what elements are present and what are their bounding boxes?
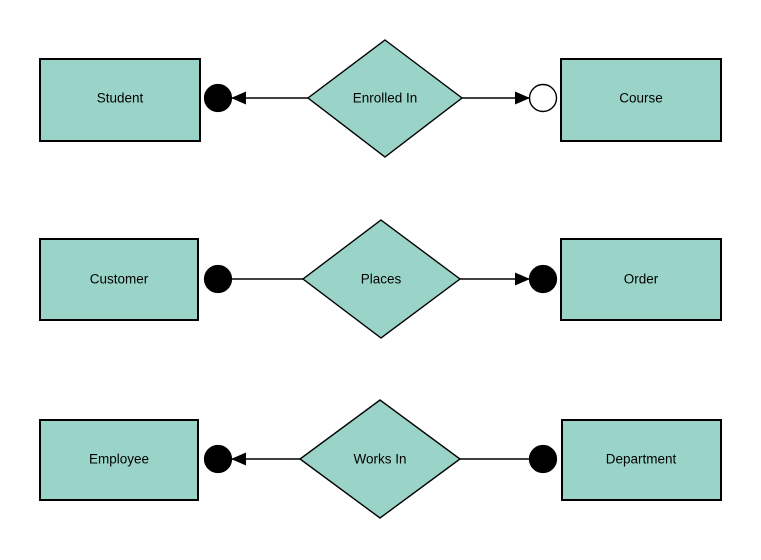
er-row-1: Student Enrolled In Course [39,39,722,158]
entity-box-course[interactable] [560,58,722,142]
er-row-3: Employee Works In Department [39,399,722,519]
cardinality-hollow-circle-row1-right [528,83,558,113]
cardinality-filled-circle-row3-left [203,444,233,474]
relationship-diamond-enrolled-in[interactable] [306,39,464,158]
cardinality-filled-circle-row2-left [203,264,233,294]
cardinality-filled-circle-row2-right [528,264,558,294]
entity-box-employee[interactable] [39,419,199,501]
cardinality-filled-circle-row1-left [203,83,233,113]
cardinality-filled-circle-row3-right [528,444,558,474]
entity-box-customer[interactable] [39,238,199,321]
entity-box-student[interactable] [39,58,201,142]
entity-box-department[interactable] [561,419,722,501]
arrow-right-icon-row1 [515,91,530,105]
relationship-diamond-works-in[interactable] [298,399,462,519]
arrow-left-icon-row1 [231,91,246,105]
entity-box-order[interactable] [560,238,722,321]
er-row-2: Customer Places Order [39,219,722,339]
arrow-right-icon-row2 [515,272,530,286]
arrow-left-icon-row3 [231,452,246,466]
relationship-diamond-places[interactable] [301,219,462,339]
